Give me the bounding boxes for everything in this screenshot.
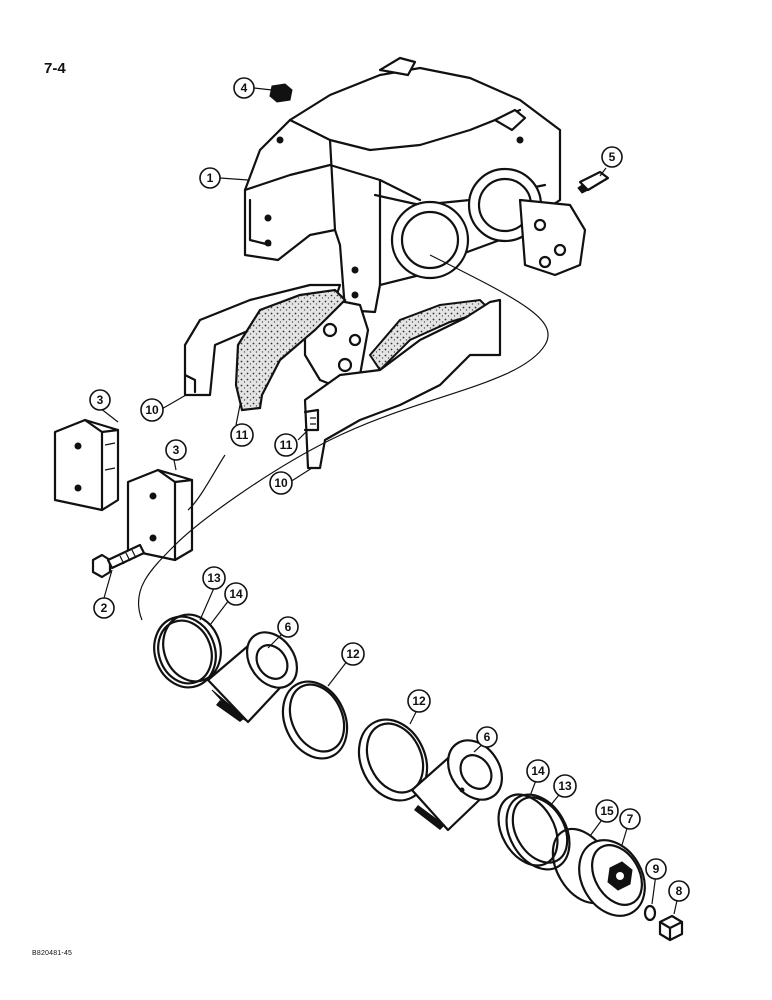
piston-ring-right — [357, 718, 429, 802]
svg-text:15: 15 — [600, 804, 614, 818]
figure-code: B820481-45 — [32, 950, 73, 957]
svg-text:6: 6 — [484, 730, 491, 744]
callout-2: 2 — [93, 597, 115, 619]
brake-lining-left — [234, 288, 347, 412]
svg-text:5: 5 — [609, 150, 616, 164]
piston-right — [410, 739, 503, 832]
svg-text:7: 7 — [627, 812, 634, 826]
svg-text:9: 9 — [653, 862, 660, 876]
end-cover — [578, 839, 646, 917]
svg-text:13: 13 — [207, 571, 221, 585]
callout-8: 8 — [668, 880, 690, 902]
callout-15: 15 — [595, 799, 619, 823]
svg-text:11: 11 — [280, 438, 293, 452]
svg-text:2: 2 — [101, 601, 108, 615]
callout-6-right: 6 — [476, 726, 498, 748]
callout-12-right: 12 — [407, 689, 431, 713]
callout-13-right: 13 — [553, 774, 577, 798]
svg-text:11: 11 — [236, 428, 249, 442]
piston-left — [206, 631, 299, 724]
callout-10-lower: 10 — [269, 471, 293, 495]
backing-plate-right — [303, 298, 502, 470]
svg-text:8: 8 — [676, 884, 683, 898]
callout-5: 5 — [601, 146, 623, 168]
svg-text:4: 4 — [241, 81, 248, 95]
anchor-plate-left — [53, 418, 120, 512]
callout-11-left: 11 — [230, 423, 254, 447]
assembly-flow-line-2 — [187, 454, 226, 511]
page-number: 7-4 — [44, 60, 66, 77]
svg-text:6: 6 — [285, 620, 292, 634]
callout-14-right: 14 — [526, 759, 550, 783]
callout-7: 7 — [619, 808, 641, 830]
assembly-flow-line — [137, 254, 549, 621]
drain-plug — [658, 914, 684, 942]
svg-text:12: 12 — [346, 647, 360, 661]
piston-ring-left — [281, 680, 349, 760]
svg-text:12: 12 — [412, 694, 426, 708]
callout-14-left: 14 — [224, 582, 248, 606]
callout-3-right: 3 — [165, 439, 187, 461]
callout-3-left: 3 — [89, 389, 111, 411]
callout-1: 1 — [199, 167, 221, 189]
svg-text:14: 14 — [531, 764, 545, 778]
callout-9: 9 — [645, 858, 667, 880]
svg-text:13: 13 — [558, 779, 572, 793]
sealing-washer — [643, 904, 657, 922]
svg-text:10: 10 — [274, 476, 288, 490]
callout-4: 4 — [233, 77, 255, 99]
svg-text:3: 3 — [173, 443, 180, 457]
anchor-plate-right — [126, 468, 194, 562]
caliper-housing — [243, 56, 587, 392]
callout-12-left: 12 — [341, 642, 365, 666]
callout-10-upper: 10 — [140, 398, 164, 422]
mounting-bolt — [91, 543, 146, 579]
svg-text:10: 10 — [145, 403, 159, 417]
piston-seal-right — [505, 793, 571, 871]
dust-boot-left — [162, 613, 222, 683]
callout-11-right: 11 — [274, 433, 298, 457]
svg-text:14: 14 — [229, 587, 243, 601]
svg-text:3: 3 — [97, 393, 104, 407]
callout-13-left: 13 — [202, 566, 226, 590]
bleeder-screw — [269, 83, 293, 103]
svg-text:1: 1 — [207, 171, 214, 185]
bleeder-fitting — [577, 170, 610, 194]
callout-6-left: 6 — [277, 616, 299, 638]
